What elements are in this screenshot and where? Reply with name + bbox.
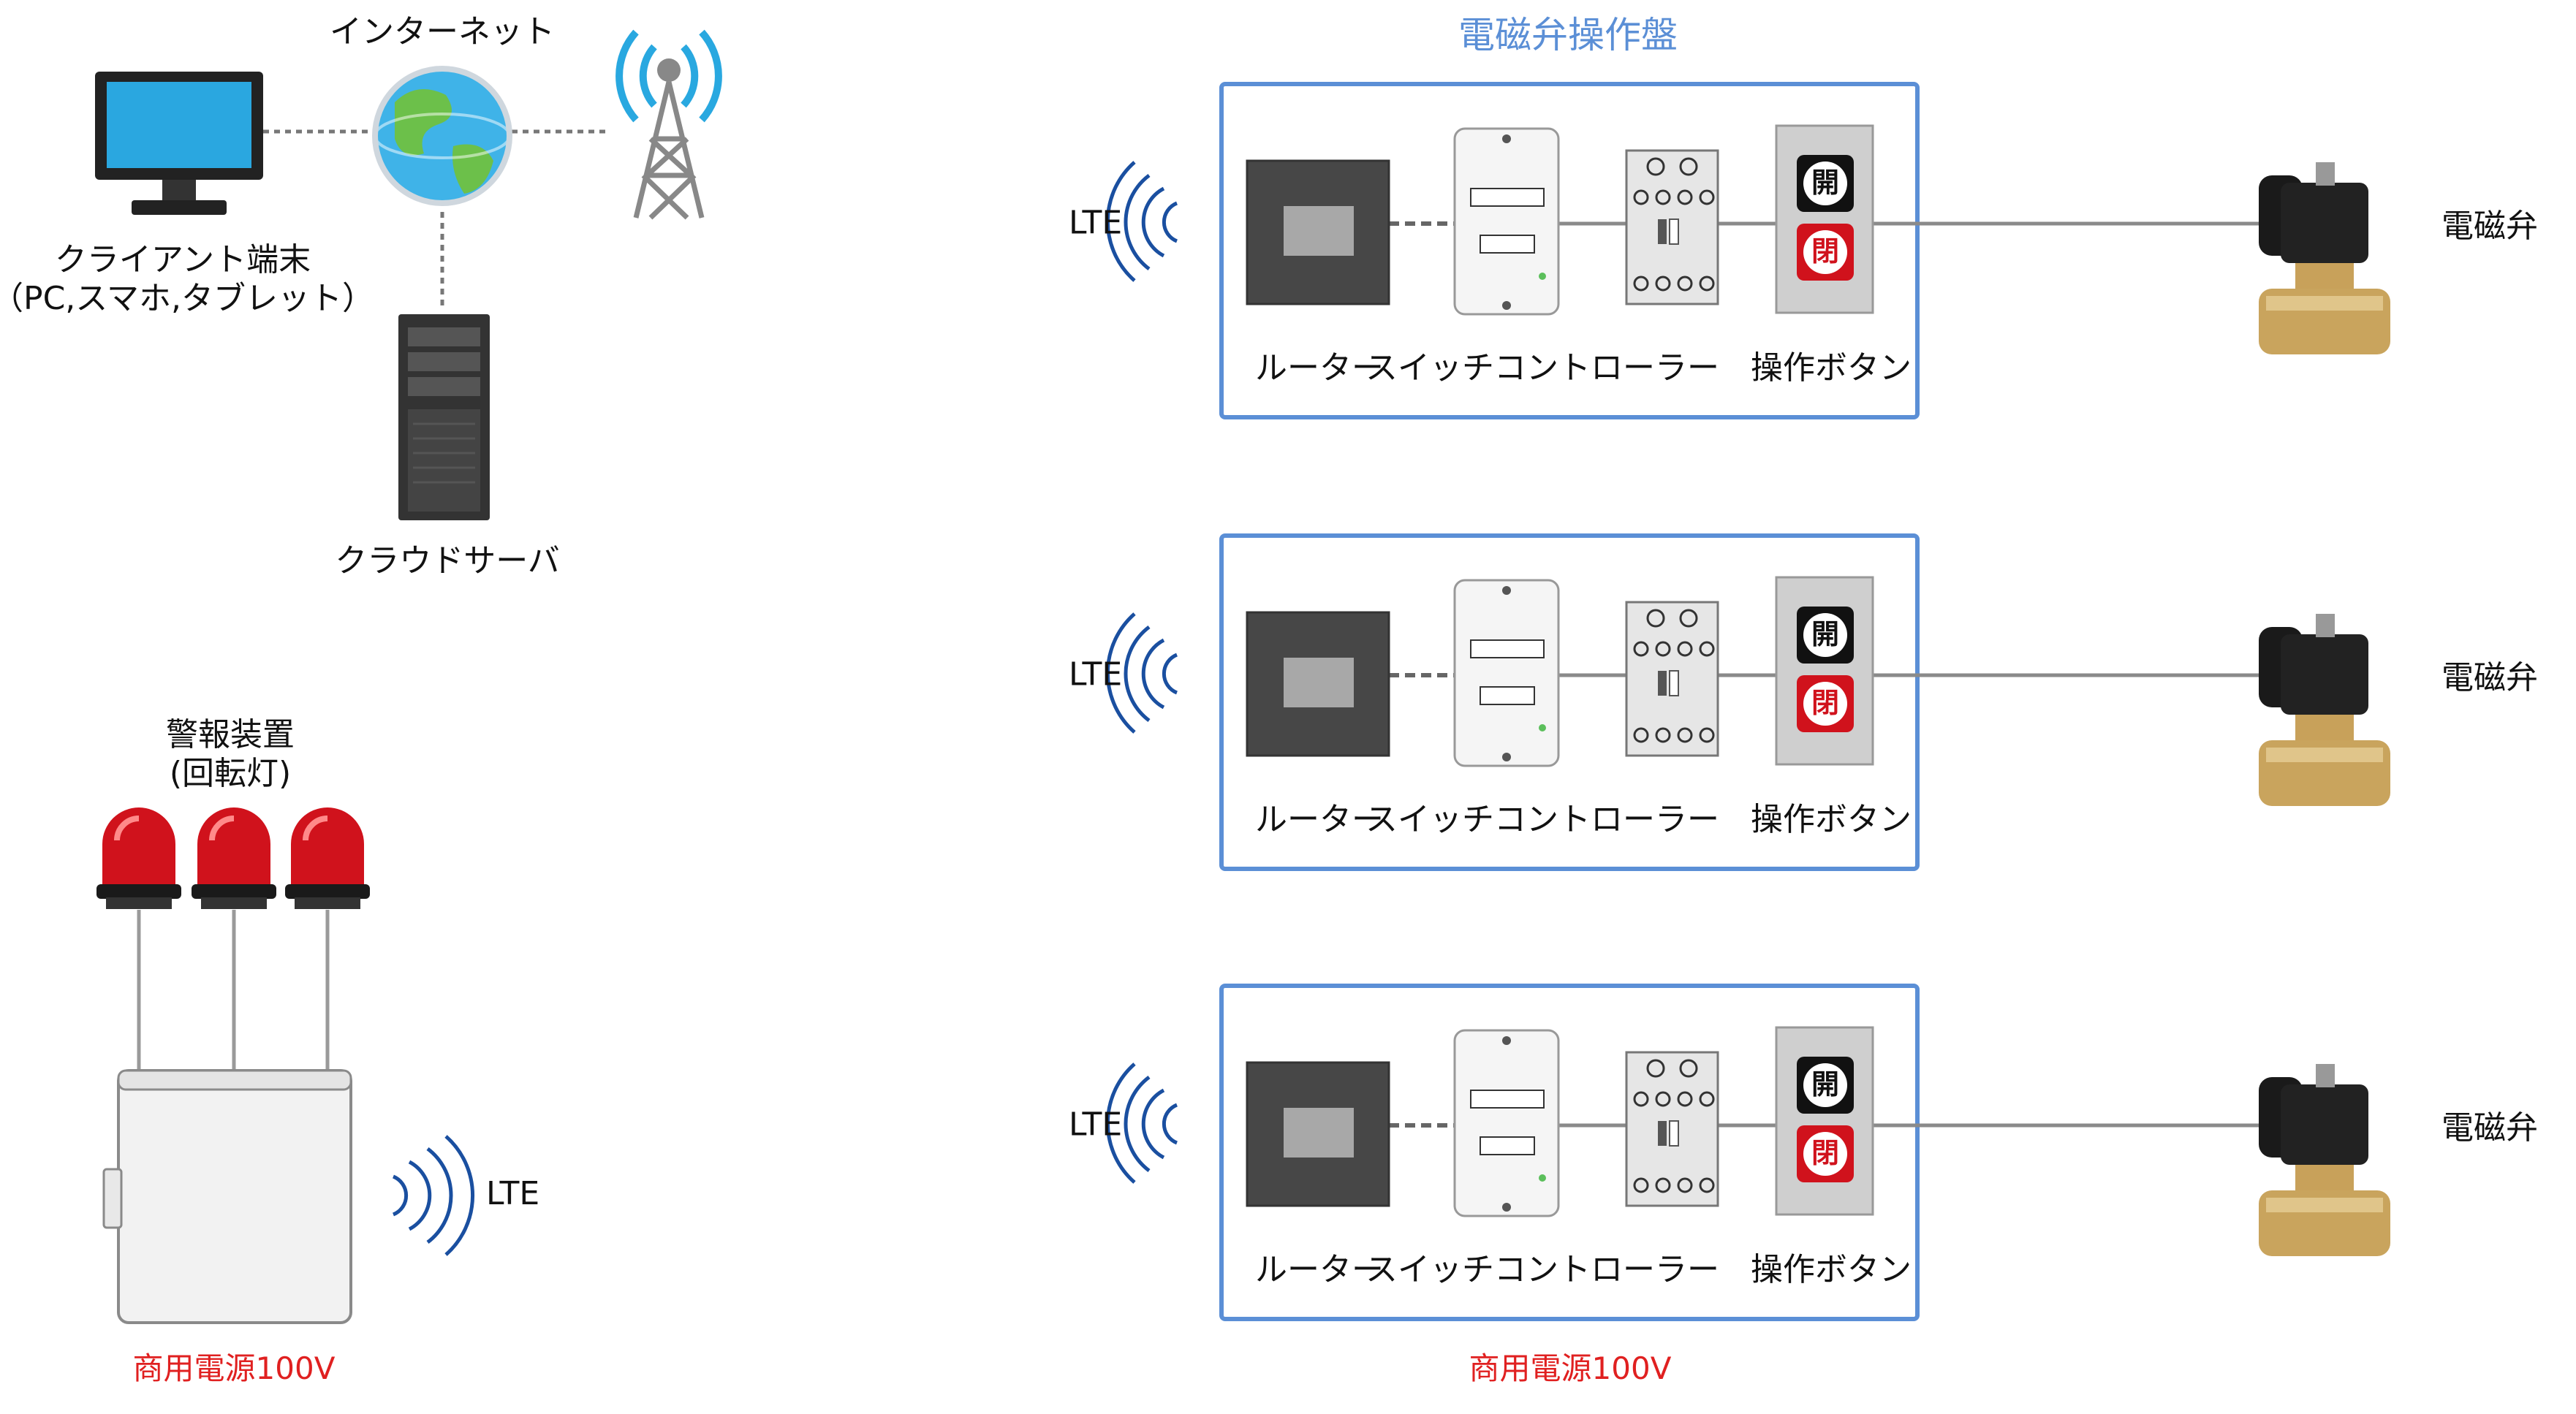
row1-lte-label: LTE <box>1069 204 1123 242</box>
client-label-line1: クライアント端末 <box>54 241 311 278</box>
internet-label: インターネット <box>330 13 555 50</box>
row3-button-label: 操作ボタン <box>1751 1251 1912 1288</box>
right-power-label: 商用電源100V <box>1469 1350 1672 1386</box>
alarm-lte-label: LTE <box>486 1175 540 1212</box>
row3-open-text: 開 <box>1811 1068 1840 1101</box>
row3-router-label: ルーター <box>1255 1251 1384 1288</box>
row1-router-label: ルーター <box>1255 349 1384 387</box>
row1-valve-label: 電磁弁 <box>2441 208 2538 245</box>
row2-lte-label: LTE <box>1069 655 1123 693</box>
alarm-label-line1: 警報装置 <box>166 716 295 753</box>
client-label: クライアント端末 （PC,スマホ,タブレット） <box>0 241 374 319</box>
left-power-label: 商用電源100V <box>132 1350 336 1386</box>
row1-open-text: 開 <box>1811 167 1840 199</box>
alarm-label: 警報装置 (回転灯) <box>166 716 295 794</box>
row1-button-label: 操作ボタン <box>1751 349 1912 387</box>
row1-close-text: 閉 <box>1811 235 1840 268</box>
row2-close-text: 閉 <box>1811 687 1840 720</box>
row3-lte-label: LTE <box>1069 1106 1123 1144</box>
row2-button-label: 操作ボタン <box>1751 801 1912 838</box>
alarm-label-line2: (回転灯) <box>169 754 292 792</box>
row2-open-text: 開 <box>1811 618 1840 651</box>
row3-valve-label: 電磁弁 <box>2441 1109 2538 1147</box>
server-label: クラウドサーバ <box>335 542 560 579</box>
row2-valve-label: 電磁弁 <box>2441 659 2538 696</box>
row3-switch-label: スイッチコントローラー <box>1365 1251 1719 1288</box>
row2-switch-label: スイッチコントローラー <box>1365 801 1719 838</box>
row2-router-label: ルーター <box>1255 801 1384 838</box>
row3-close-text: 閉 <box>1811 1137 1840 1170</box>
row1-switch-label: スイッチコントローラー <box>1365 349 1719 387</box>
client-label-line2: （PC,スマホ,タブレット） <box>0 279 374 317</box>
panel-title: 電磁弁操作盤 <box>1458 14 1678 56</box>
